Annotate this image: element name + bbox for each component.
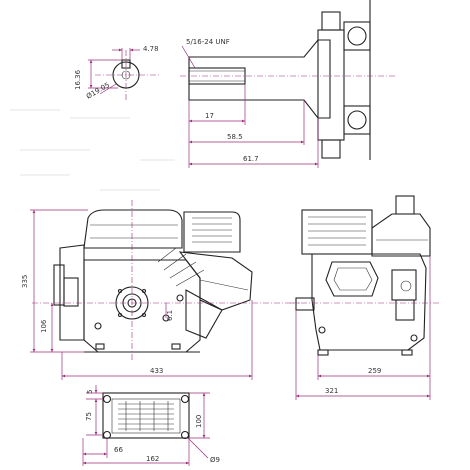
keyway-width-label: 4.78 [143,45,159,53]
shaft-height-label: 106 [40,319,48,333]
shaft-section-view: 5/16-24 UNF 17 58.5 61.7 [180,0,395,168]
side-view-dimensions: 259 321 [295,256,431,400]
side-depth-b-label: 321 [325,387,338,395]
base-edge-label: 5 [86,390,94,394]
keyway-height-label: 16.36 [74,69,82,90]
thread-depth-label: 17 [205,112,214,120]
thread-label: 5/16-24 UNF [186,38,230,46]
shaft-diameter-label: Ø19.05 [85,81,111,101]
base-depth-label: 75 [85,412,93,421]
base-height-label: 100 [195,415,203,428]
hole-spacing-label: 66 [114,446,123,454]
shaft-length-b-label: 61.7 [243,155,259,163]
offset-small-label: 6.1 [166,310,174,321]
faint-background-lines [10,109,175,191]
side-depth-a-label: 259 [368,367,381,375]
base-width-label: 162 [146,455,159,463]
shaft-length-a-label: 58.5 [227,133,243,141]
front-view-dimensions: 335 106 433 6.1 [21,209,253,380]
shaft-end-view: 4.78 16.36 Ø19.05 [74,45,160,101]
hole-diameter-label: Ø9 [210,456,220,464]
engine-front-view [32,200,300,360]
engine-side-view [290,195,440,356]
overall-height-label: 335 [21,275,29,288]
overall-length-label: 433 [150,367,163,375]
base-plate-dimensions: 5 75 100 66 162 Ø9 [82,385,220,466]
base-plate-view [102,392,190,440]
